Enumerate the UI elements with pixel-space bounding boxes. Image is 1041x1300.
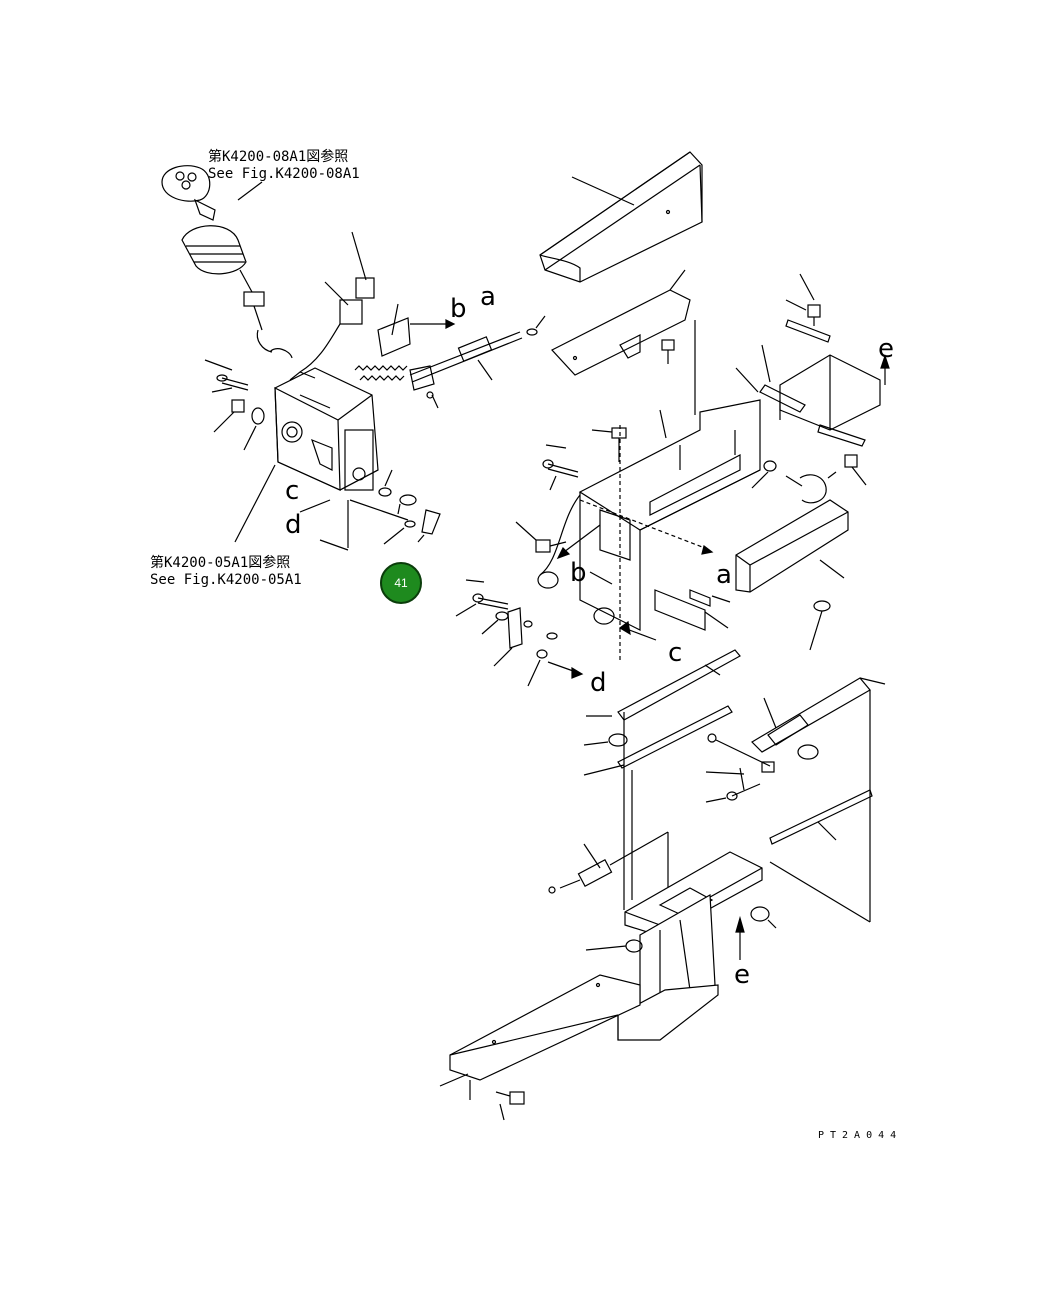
reference-note-left-en: See Fig.K4200-05A1 (150, 572, 302, 588)
knob (785, 474, 827, 504)
cable-sensor (548, 831, 669, 894)
washer (536, 649, 548, 659)
pin (472, 593, 509, 610)
spring-pair (354, 365, 408, 381)
pin (216, 374, 249, 391)
reference-note-top-en: See Fig.K4200-08A1 (208, 166, 360, 182)
cable-bracket (751, 677, 871, 753)
bolt (231, 399, 245, 413)
connector-label-a-center: a (716, 560, 732, 590)
control-rod (409, 331, 523, 399)
side-cover (779, 354, 881, 431)
harness-connector (299, 277, 375, 373)
bolt (809, 600, 831, 651)
washer (404, 520, 416, 528)
bolt (844, 454, 858, 468)
strip-bracket (759, 384, 806, 413)
console-top-cover (539, 151, 703, 283)
nut (608, 733, 628, 747)
drawing-code: PT2A044 (818, 1130, 903, 1141)
washer (546, 632, 558, 640)
pin (726, 783, 761, 801)
connector-label-b-center: b (570, 558, 587, 588)
washer (251, 407, 265, 425)
washer (378, 487, 392, 497)
washer (495, 611, 509, 621)
connector-label-d-center: d (590, 668, 607, 698)
connector-label-e-top: e (878, 334, 894, 364)
small-plate (689, 589, 711, 607)
joystick-assembly (161, 165, 293, 359)
bolt (495, 1091, 525, 1105)
reference-note-left-jp: 第K4200-05A1図参照 (150, 555, 291, 571)
bolt (661, 339, 675, 364)
washer (526, 328, 538, 336)
guide-rail (617, 649, 741, 721)
label-plate (377, 317, 411, 357)
strip-bracket (785, 319, 831, 343)
main-frame (537, 399, 761, 631)
link-plate (507, 607, 523, 649)
connector-label-b-top: b (450, 294, 467, 324)
bolt (611, 427, 627, 462)
right-cover (735, 499, 849, 593)
pin (542, 459, 579, 478)
control-valve-box (274, 367, 379, 491)
connector-label-a-top: a (480, 282, 496, 312)
nut (750, 906, 770, 922)
connector-label-e-bottom: e (734, 960, 750, 990)
bracket-plate (551, 289, 691, 376)
washer (763, 460, 777, 472)
connector-label-d-left: d (285, 510, 302, 540)
pedestal-base-plate (449, 974, 641, 1081)
washer (523, 620, 533, 628)
guide-rail (617, 705, 733, 769)
guide-strip (769, 789, 873, 845)
lever-clip (421, 509, 441, 535)
cable-end (797, 744, 819, 760)
connector-label-c-center: c (668, 638, 683, 668)
label-decal (654, 589, 706, 631)
bolt (535, 539, 567, 553)
bolt (807, 304, 821, 326)
connector-label-c-left: c (285, 476, 300, 506)
strip-bracket (817, 424, 866, 447)
pedestal-column (617, 893, 719, 1041)
part-callout-41[interactable]: 41 (380, 562, 422, 604)
knob-pin (397, 494, 417, 515)
reference-note-top-jp: 第K4200-08A1図参照 (208, 149, 349, 165)
